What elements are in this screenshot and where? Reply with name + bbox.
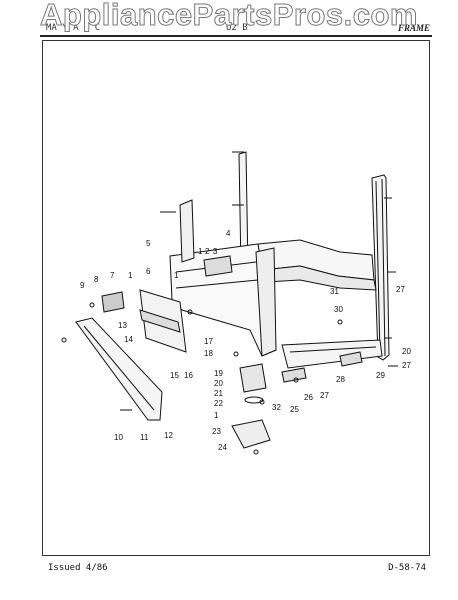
callout: 23 bbox=[212, 427, 221, 436]
pivot-assembly bbox=[231, 363, 271, 449]
callout: 10 bbox=[114, 433, 123, 442]
callout: 31 bbox=[330, 287, 339, 296]
frame-assembly bbox=[169, 199, 277, 357]
callout: 12 bbox=[164, 431, 173, 440]
callout: 15 bbox=[170, 371, 179, 380]
callout: 19 bbox=[214, 369, 223, 378]
callout: 29 bbox=[376, 371, 385, 380]
leveling-foot bbox=[281, 351, 363, 383]
callout: 13 bbox=[118, 321, 127, 330]
document-number: D-58-74 bbox=[388, 563, 426, 573]
side-bracket bbox=[139, 289, 187, 353]
callout: 4 bbox=[226, 229, 231, 238]
switch-assembly bbox=[101, 291, 125, 313]
callout: 26 bbox=[304, 393, 313, 402]
callout: 7 bbox=[110, 271, 115, 280]
callout: 22 bbox=[214, 399, 223, 408]
callout: 20 bbox=[402, 347, 411, 356]
callout: 20 bbox=[214, 379, 223, 388]
callout: 1 bbox=[128, 271, 133, 280]
page-header: MA Y A C C U2 B FRAME bbox=[40, 21, 432, 37]
kick-panel bbox=[75, 317, 163, 421]
callout: 25 bbox=[290, 405, 299, 414]
callout: 8 bbox=[94, 275, 99, 284]
callout: 3 bbox=[213, 247, 218, 256]
callout: 30 bbox=[334, 305, 343, 314]
model-label: MA Y A C C bbox=[46, 23, 101, 33]
issued-date: Issued 4/86 bbox=[48, 563, 108, 573]
callout: 16 bbox=[184, 371, 193, 380]
callout: 6 bbox=[146, 267, 151, 276]
callout: 1 bbox=[174, 271, 179, 280]
callout: 24 bbox=[218, 443, 227, 452]
callout: 5 bbox=[146, 239, 151, 248]
header-rule bbox=[40, 35, 432, 37]
callout: 1 bbox=[198, 247, 203, 256]
watermark: AppliancePartsPros.com bbox=[40, 0, 418, 32]
callout: 14 bbox=[124, 335, 133, 344]
callout-labels: 1 2 3 4 5 6 7 8 9 1 1 10 11 12 13 14 15 … bbox=[80, 229, 411, 452]
callout: 27 bbox=[320, 391, 329, 400]
callout: 9 bbox=[80, 281, 85, 290]
callout: 21 bbox=[214, 389, 223, 398]
bottom-rail bbox=[281, 339, 383, 369]
diagram-frame bbox=[42, 40, 430, 556]
callout: 18 bbox=[204, 349, 213, 358]
callout: 32 bbox=[272, 403, 281, 412]
model-code: U2 B bbox=[226, 23, 248, 33]
callout: 2 bbox=[205, 247, 210, 256]
section-title: FRAME bbox=[397, 23, 430, 33]
callout: 28 bbox=[336, 375, 345, 384]
callout: 27 bbox=[396, 285, 405, 294]
callout: 27 bbox=[402, 361, 411, 370]
cross-bar bbox=[257, 239, 377, 291]
rail-part bbox=[371, 174, 390, 361]
screw-set bbox=[61, 151, 398, 455]
callout: 1 bbox=[214, 411, 219, 420]
callout: 17 bbox=[204, 337, 213, 346]
callout: 11 bbox=[140, 433, 149, 442]
